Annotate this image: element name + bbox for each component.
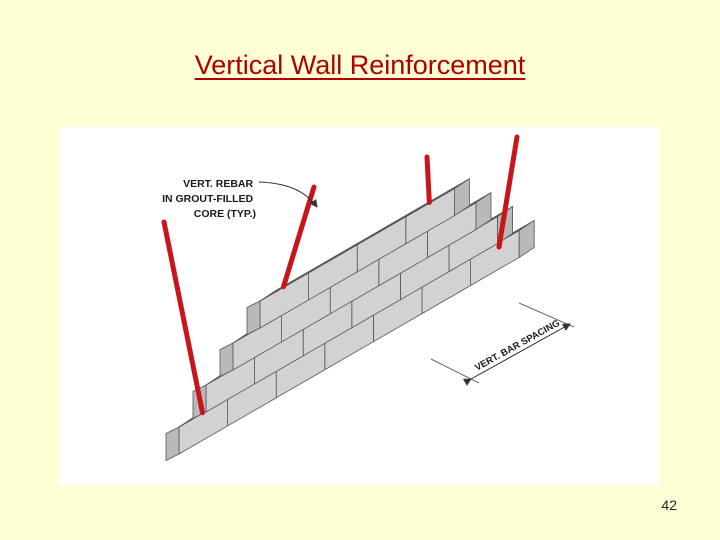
rebar: [281, 184, 317, 290]
extension-line-left: [430, 358, 480, 384]
spacing-dimension: VERT. BAR SPACING: [430, 302, 575, 386]
callout-line-2: IN GROUT-FILLED: [162, 193, 253, 205]
wall-diagram: VERT. REBAR IN GROUT-FILLED CORE (TYP.) …: [59, 127, 659, 485]
hollow-core: [290, 267, 315, 284]
block-end-face: [219, 342, 234, 378]
svg-text:VERT. REBAR IN GROUT-F: VERT. REBAR IN GROUT-FILLED CORE (TYP.): [162, 178, 256, 220]
block-end-face: [453, 177, 470, 217]
cmu-block: [405, 177, 470, 245]
cmu-block: [246, 262, 324, 336]
block-end-face: [246, 300, 261, 336]
extension-line-right: [518, 302, 575, 328]
dimension-line: [462, 323, 571, 386]
callout-line-3: CORE (TYP.): [194, 208, 256, 220]
callout-leader-line: [258, 181, 318, 208]
wall-diagram-svg: VERT. REBAR IN GROUT-FILLED CORE (TYP.) …: [161, 134, 575, 462]
rebar-callout: VERT. REBAR IN GROUT-FILLED CORE (TYP.): [162, 178, 318, 220]
cmu-block: [356, 206, 422, 273]
page-number: 42: [661, 497, 677, 513]
slide-title: Vertical Wall Reinforcement: [194, 50, 526, 80]
callout-line-1: VERT. REBAR: [183, 178, 253, 190]
block-end-face: [518, 219, 535, 259]
rebar-group: [161, 134, 520, 416]
block-end-face: [475, 191, 492, 231]
hollow-core: [436, 183, 461, 199]
block-end-face: [165, 426, 180, 462]
hollow-core: [339, 239, 364, 255]
cmu-blocks: [165, 177, 535, 462]
hollow-core: [388, 211, 413, 227]
rebar: [424, 154, 432, 205]
dimension-label: VERT. BAR SPACING: [473, 318, 562, 374]
cmu-block: [308, 234, 373, 301]
rebar: [161, 219, 206, 416]
rebar: [496, 134, 520, 250]
